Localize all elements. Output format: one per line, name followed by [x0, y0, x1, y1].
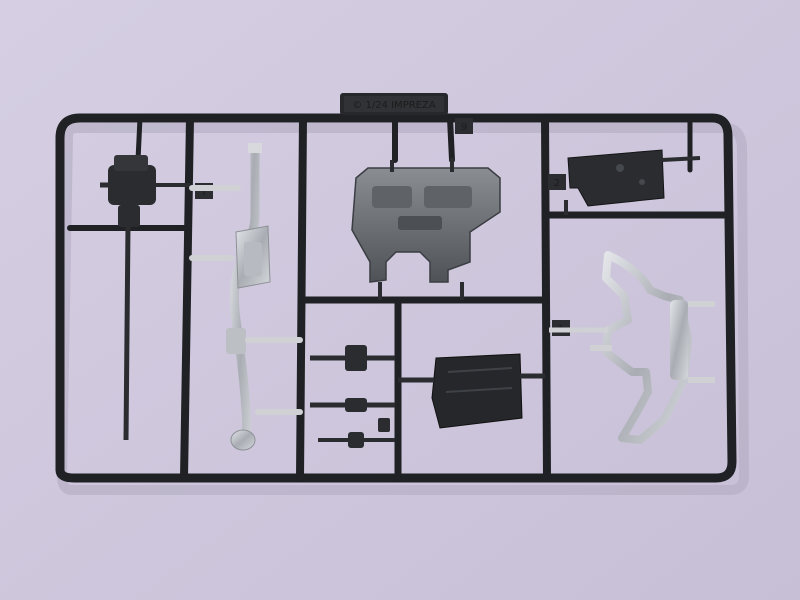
svg-text:2: 2: [554, 178, 560, 189]
sprue-name-tag: © 1/24 IMPREZA: [340, 93, 448, 115]
cover-plate-part: [398, 353, 545, 429]
bracket-part: [564, 149, 701, 215]
svg-text:9: 9: [461, 122, 467, 133]
suspension-frame-part: [549, 251, 715, 444]
sprue-tag-text: © 1/24 IMPREZA: [352, 100, 436, 111]
sprue-runner-frame: [55, 113, 737, 483]
small-dark-parts: [310, 345, 395, 448]
exhaust-pipe-part: [189, 143, 303, 451]
steering-column-part: [100, 155, 190, 441]
floor-pan-part: [351, 158, 501, 300]
part-number-tab-9: 9: [455, 118, 473, 134]
sprue-shadow: [56, 123, 750, 495]
part-number-tab-2: 2: [548, 174, 566, 190]
svg-text:7: 7: [201, 187, 207, 198]
